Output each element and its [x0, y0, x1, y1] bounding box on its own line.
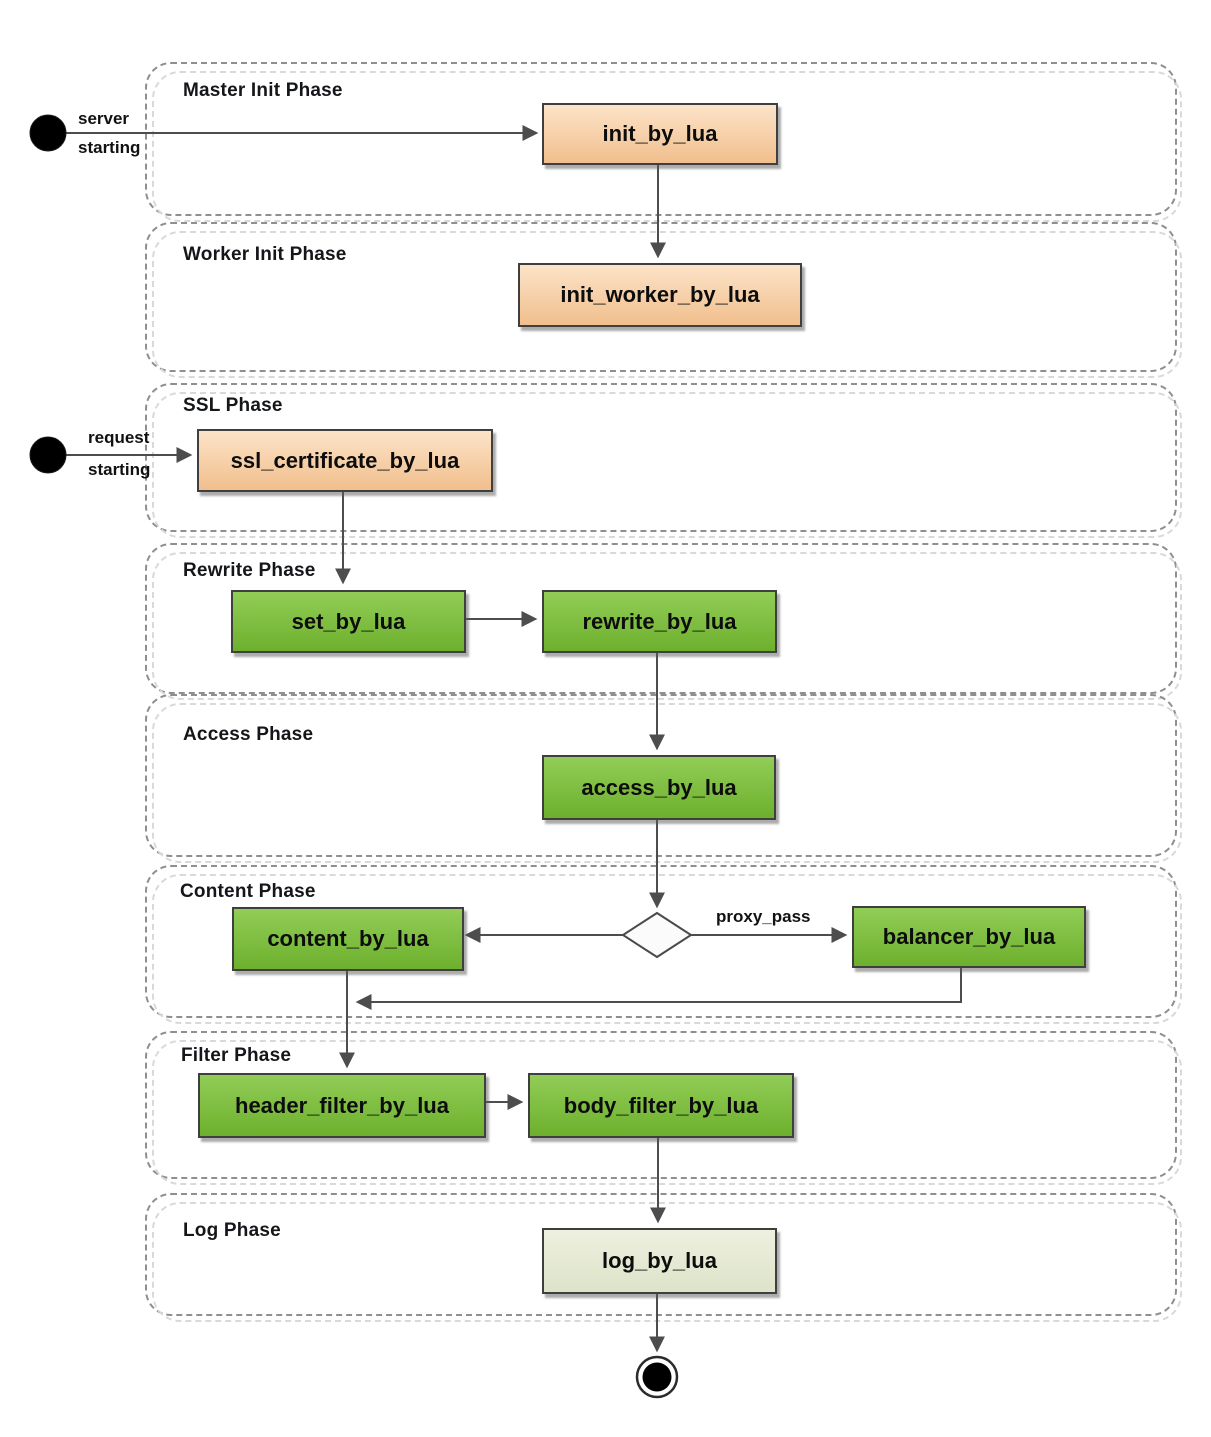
node-content-by-lua: content_by_lua [232, 907, 464, 971]
node-log-by-lua: log_by_lua [542, 1228, 777, 1294]
decision-diamond [621, 911, 693, 959]
node-access-by-lua: access_by_lua [542, 755, 776, 820]
node-label: log_by_lua [602, 1248, 717, 1273]
phase-title-master-init: Master Init Phase [183, 80, 343, 101]
node-balancer-by-lua: balancer_by_lua [852, 906, 1086, 968]
node-set-by-lua: set_by_lua [231, 590, 466, 653]
node-rewrite-by-lua: rewrite_by_lua [542, 590, 777, 653]
phase-title-access: Access Phase [183, 724, 314, 745]
node-label: content_by_lua [267, 926, 429, 951]
node-init-by-lua: init_by_lua [542, 103, 778, 165]
edge-label-server: server [78, 109, 130, 128]
node-ssl-certificate-by-lua: ssl_certificate_by_lua [197, 429, 493, 492]
start-node-request-icon [29, 436, 67, 474]
end-node-icon [635, 1355, 679, 1399]
node-label: header_filter_by_lua [235, 1092, 449, 1118]
node-label: init_by_lua [602, 121, 718, 146]
node-label: ssl_certificate_by_lua [230, 447, 460, 473]
edge-balancer-return [355, 965, 962, 1010]
edge-label-request: request [88, 428, 150, 447]
node-label: rewrite_by_lua [582, 608, 737, 634]
node-header-filter-by-lua: header_filter_by_lua [198, 1073, 486, 1138]
phase-title-rewrite: Rewrite Phase [183, 560, 316, 581]
node-label: init_worker_by_lua [560, 282, 760, 307]
node-init-worker-by-lua: init_worker_by_lua [518, 263, 802, 327]
phase-title-content: Content Phase [180, 881, 316, 902]
edge-label-request-starting: starting [88, 460, 151, 479]
phase-title-filter: Filter Phase [181, 1045, 292, 1066]
phase-title-ssl: SSL Phase [183, 395, 283, 416]
node-label: set_by_lua [291, 608, 406, 634]
edge-label-server-starting: starting [78, 138, 141, 157]
node-label: balancer_by_lua [882, 924, 1056, 949]
phase-title-worker-init: Worker Init Phase [183, 244, 347, 265]
start-node-server-icon [29, 114, 67, 152]
phase-title-log: Log Phase [183, 1220, 281, 1241]
edge-label-proxy-pass: proxy_pass [716, 907, 811, 926]
node-body-filter-by-lua: body_filter_by_lua [528, 1073, 794, 1138]
node-label: access_by_lua [581, 774, 737, 800]
node-label: body_filter_by_lua [563, 1092, 759, 1118]
